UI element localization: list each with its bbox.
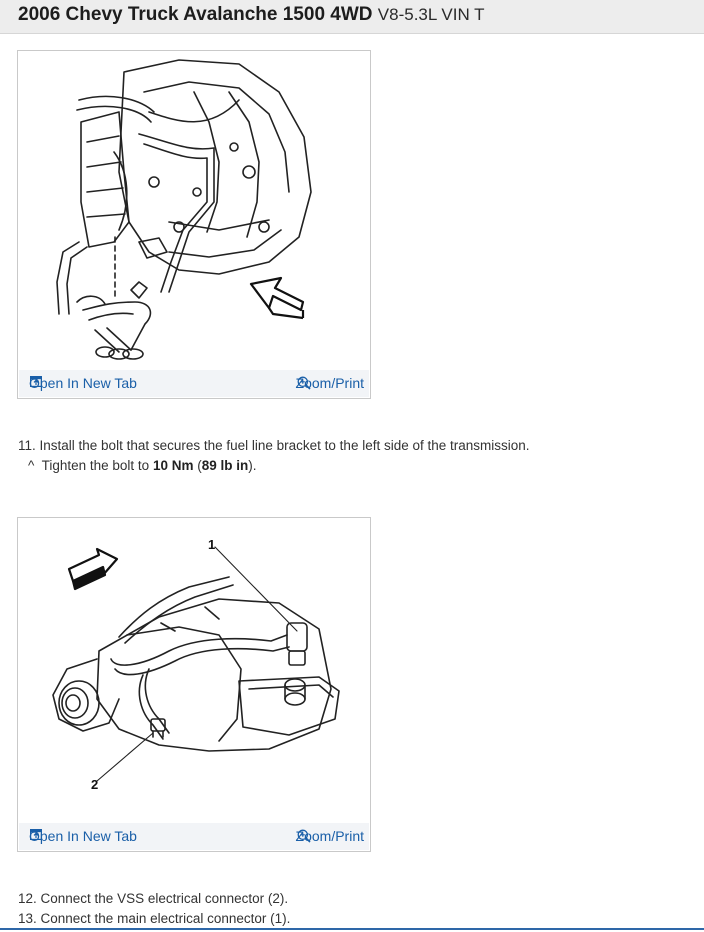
zoom-magnifier-icon: [297, 376, 311, 390]
zoom-print-link[interactable]: Zoom/Print: [296, 375, 364, 391]
step-11-sub: ^ Tighten the bolt to 10 Nm (89 lb in).: [18, 458, 530, 478]
figure-toolbar: Open In New Tab Zoom/Print: [19, 370, 369, 397]
torque-nm: 10 Nm: [152, 458, 194, 473]
figure-fuel-line-bracket: Open In New Tab Zoom/Print: [17, 50, 371, 399]
sub-suffix: ).: [248, 458, 257, 473]
callout-2-label: 2: [91, 777, 98, 792]
sub-prefix: Tighten the bolt to: [41, 458, 153, 473]
step-13: 13. Connect the main electrical connecto…: [18, 911, 291, 926]
figure-electrical-connectors: 1 2 Open In New Tab Zoom/Print: [17, 517, 371, 852]
open-in-new-tab-link[interactable]: Open In New Tab: [29, 828, 137, 844]
steps-section-a: 11. Install the bolt that secures the fu…: [18, 438, 530, 478]
open-in-new-tab-label: Open In New Tab: [29, 828, 137, 844]
sub-mid: (: [193, 458, 202, 473]
fuel-line-bracket-diagram: [56, 59, 312, 360]
page-header: 2006 Chevy Truck Avalanche 1500 4WD V8-5…: [0, 0, 704, 34]
zoom-print-label: Zoom/Print: [295, 828, 364, 844]
callout-1-label: 1: [208, 537, 215, 552]
electrical-connectors-diagram: 1 2: [52, 537, 340, 792]
torque-lbin: 89 lb in: [201, 458, 249, 473]
page-subtitle: V8-5.3L VIN T: [377, 5, 485, 24]
sub-bullet: ^: [28, 458, 35, 473]
figure-toolbar: Open In New Tab Zoom/Print: [19, 823, 369, 850]
page-title: 2006 Chevy Truck Avalanche 1500 4WD: [18, 4, 373, 25]
bottom-divider: [0, 928, 704, 930]
zoom-magnifier-icon: [297, 829, 311, 843]
open-new-tab-icon: [30, 376, 42, 387]
step-11: 11. Install the bolt that secures the fu…: [18, 438, 530, 453]
step-12: 12. Connect the VSS electrical connector…: [18, 891, 289, 906]
open-in-new-tab-label: Open In New Tab: [29, 375, 137, 391]
steps-section-b: 12. Connect the VSS electrical connector…: [18, 891, 290, 931]
zoom-print-link[interactable]: Zoom/Print: [296, 828, 364, 844]
open-new-tab-icon: [30, 829, 42, 840]
zoom-print-label: Zoom/Print: [295, 375, 364, 391]
open-in-new-tab-link[interactable]: Open In New Tab: [29, 375, 137, 391]
